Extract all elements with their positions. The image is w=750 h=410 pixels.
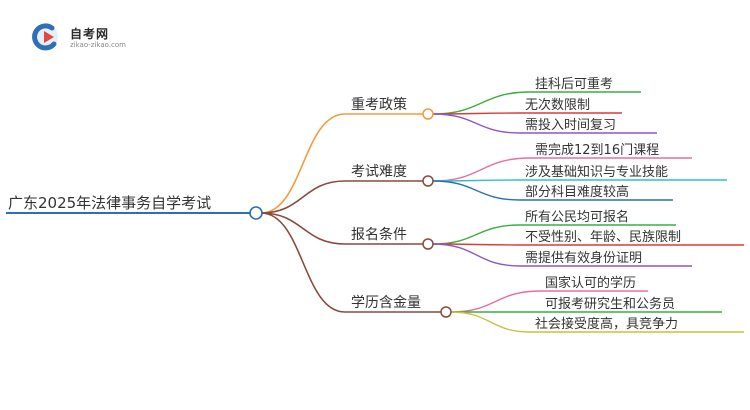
leaf-label-2-3: 部分科目难度较高 xyxy=(525,184,629,200)
site-logo: 自考网 zikao-zikao.com xyxy=(30,22,140,52)
branch-node-3 xyxy=(422,238,434,250)
branch-label-1: 重考政策 xyxy=(351,96,407,113)
leaf-label-1-1: 挂科后可重考 xyxy=(535,76,613,92)
branch-connector-1 xyxy=(260,113,346,214)
branch-connector-3 xyxy=(260,212,346,245)
leaf-connector-1-1 xyxy=(432,91,531,115)
leaf-label-1-3: 需投入时间复习 xyxy=(525,117,616,133)
leaf-connector-1-3 xyxy=(432,113,521,134)
leaf-label-4-1: 国家认可的学历 xyxy=(545,275,636,291)
leaf-label-2-1: 需完成12到16门课程 xyxy=(535,143,659,158)
leaf-label-3-2: 不受性别、年龄、民族限制 xyxy=(525,229,681,245)
leaf-label-4-3: 社会接受度高，具竞争力 xyxy=(535,316,678,332)
zikao-logo-icon xyxy=(32,23,58,51)
leaf-connector-4-1 xyxy=(450,290,541,313)
branch-node-1 xyxy=(422,108,434,120)
root-label: 广东2025年法律事务自学考试 xyxy=(8,194,211,212)
leaf-label-3-3: 需提供有效身份证明 xyxy=(525,250,642,266)
leaf-label-2-2: 涉及基础知识与专业技能 xyxy=(525,164,668,180)
leaf-connector-3-3 xyxy=(432,243,521,267)
root-node xyxy=(249,206,263,220)
branch-label-4: 学历含金量 xyxy=(351,295,421,311)
branch-connector-2 xyxy=(260,180,346,214)
branch-node-2 xyxy=(422,175,434,187)
logo-url: zikao-zikao.com xyxy=(70,41,126,49)
leaf-connector-2-3 xyxy=(432,180,521,201)
leaf-label-3-1: 所有公民均可报名 xyxy=(525,209,629,225)
branch-node-4 xyxy=(440,306,452,318)
leaf-connector-2-1 xyxy=(432,157,531,182)
branch-connector-4 xyxy=(260,212,346,313)
leaf-connector-4-3 xyxy=(450,311,531,333)
leaf-label-4-2: 可报考研究生和公务员 xyxy=(545,296,675,312)
leaf-connector-3-1 xyxy=(432,224,521,245)
branch-label-2: 考试难度 xyxy=(351,164,407,180)
leaf-label-1-2: 无次数限制 xyxy=(525,97,590,113)
logo-title: 自考网 xyxy=(70,27,110,41)
branch-label-3: 报名条件 xyxy=(351,226,407,243)
